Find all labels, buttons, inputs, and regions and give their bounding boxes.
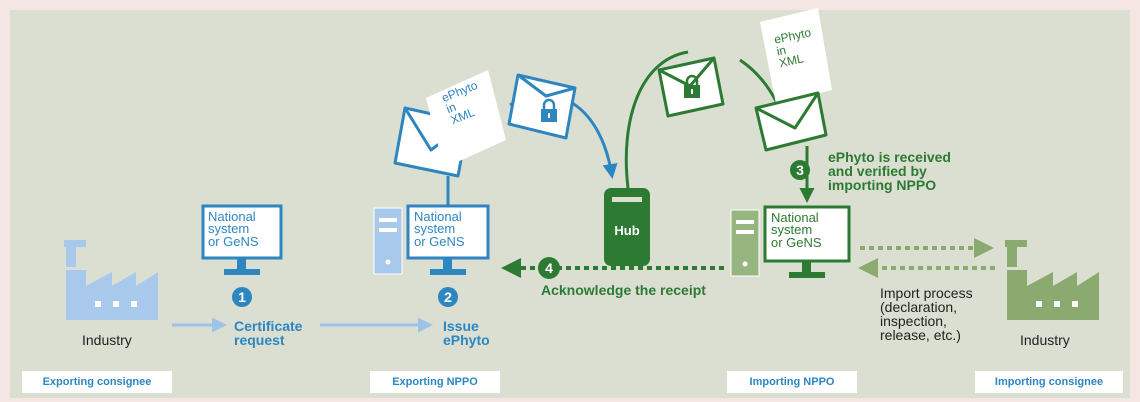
badge-importing-consignee: Importing consignee bbox=[975, 371, 1123, 393]
step-1-badge: 1 bbox=[232, 287, 252, 307]
svg-text:3: 3 bbox=[796, 162, 804, 178]
importing-nppo-monitor-icon bbox=[763, 205, 851, 278]
exporting-system-monitor-icon bbox=[201, 204, 283, 275]
svg-text:4: 4 bbox=[545, 260, 553, 276]
svg-text:1: 1 bbox=[238, 289, 246, 305]
badge-importing-nppo: Importing NPPO bbox=[727, 371, 857, 393]
importing-sealed-envelope-icon bbox=[657, 56, 725, 118]
exporting-industry-label: Industry bbox=[82, 332, 132, 348]
badge-exporting-consignee: Exporting consignee bbox=[22, 371, 172, 393]
step-4-badge: 4 bbox=[538, 257, 560, 279]
hub-server-icon bbox=[604, 188, 650, 266]
importing-open-envelope-icon bbox=[754, 91, 828, 152]
importing-system-label: National system or GeNS bbox=[771, 210, 822, 250]
exporting-ephyto-document-icon bbox=[426, 70, 506, 168]
import-process-text: Import process (declaration, inspection,… bbox=[880, 285, 973, 343]
importing-ephyto-label: ePhyto in XML bbox=[772, 25, 813, 71]
arrow-hub-to-importing bbox=[624, 50, 689, 189]
step-3-badge: 3 bbox=[790, 160, 810, 180]
importing-ephyto-document-icon bbox=[760, 8, 832, 104]
importing-industry-label: Industry bbox=[1020, 332, 1070, 348]
exporting-nppo-server-icon bbox=[373, 207, 403, 275]
svg-text:2: 2 bbox=[444, 289, 452, 305]
importing-nppo-server-icon bbox=[730, 209, 760, 277]
badge-exporting-nppo: Exporting NPPO bbox=[370, 371, 500, 393]
hub-label: Hub bbox=[614, 223, 639, 238]
exporting-nppo-system-label: National system or GeNS bbox=[414, 209, 465, 249]
step-2-text: Issue ePhyto bbox=[443, 318, 490, 348]
step-4-text: Acknowledge the receipt bbox=[541, 282, 706, 298]
step-2-badge: 2 bbox=[438, 287, 458, 307]
exporting-sealed-envelope-icon bbox=[507, 73, 577, 140]
importing-factory-icon bbox=[1005, 240, 1099, 320]
step-1-text: Certificate request bbox=[234, 318, 303, 348]
exporting-factory-icon bbox=[64, 240, 158, 320]
diagram-panel bbox=[10, 10, 1130, 398]
exporting-system-label: National system or GeNS bbox=[208, 209, 259, 249]
step-3-text: ePhyto is received and verified by impor… bbox=[828, 149, 951, 193]
